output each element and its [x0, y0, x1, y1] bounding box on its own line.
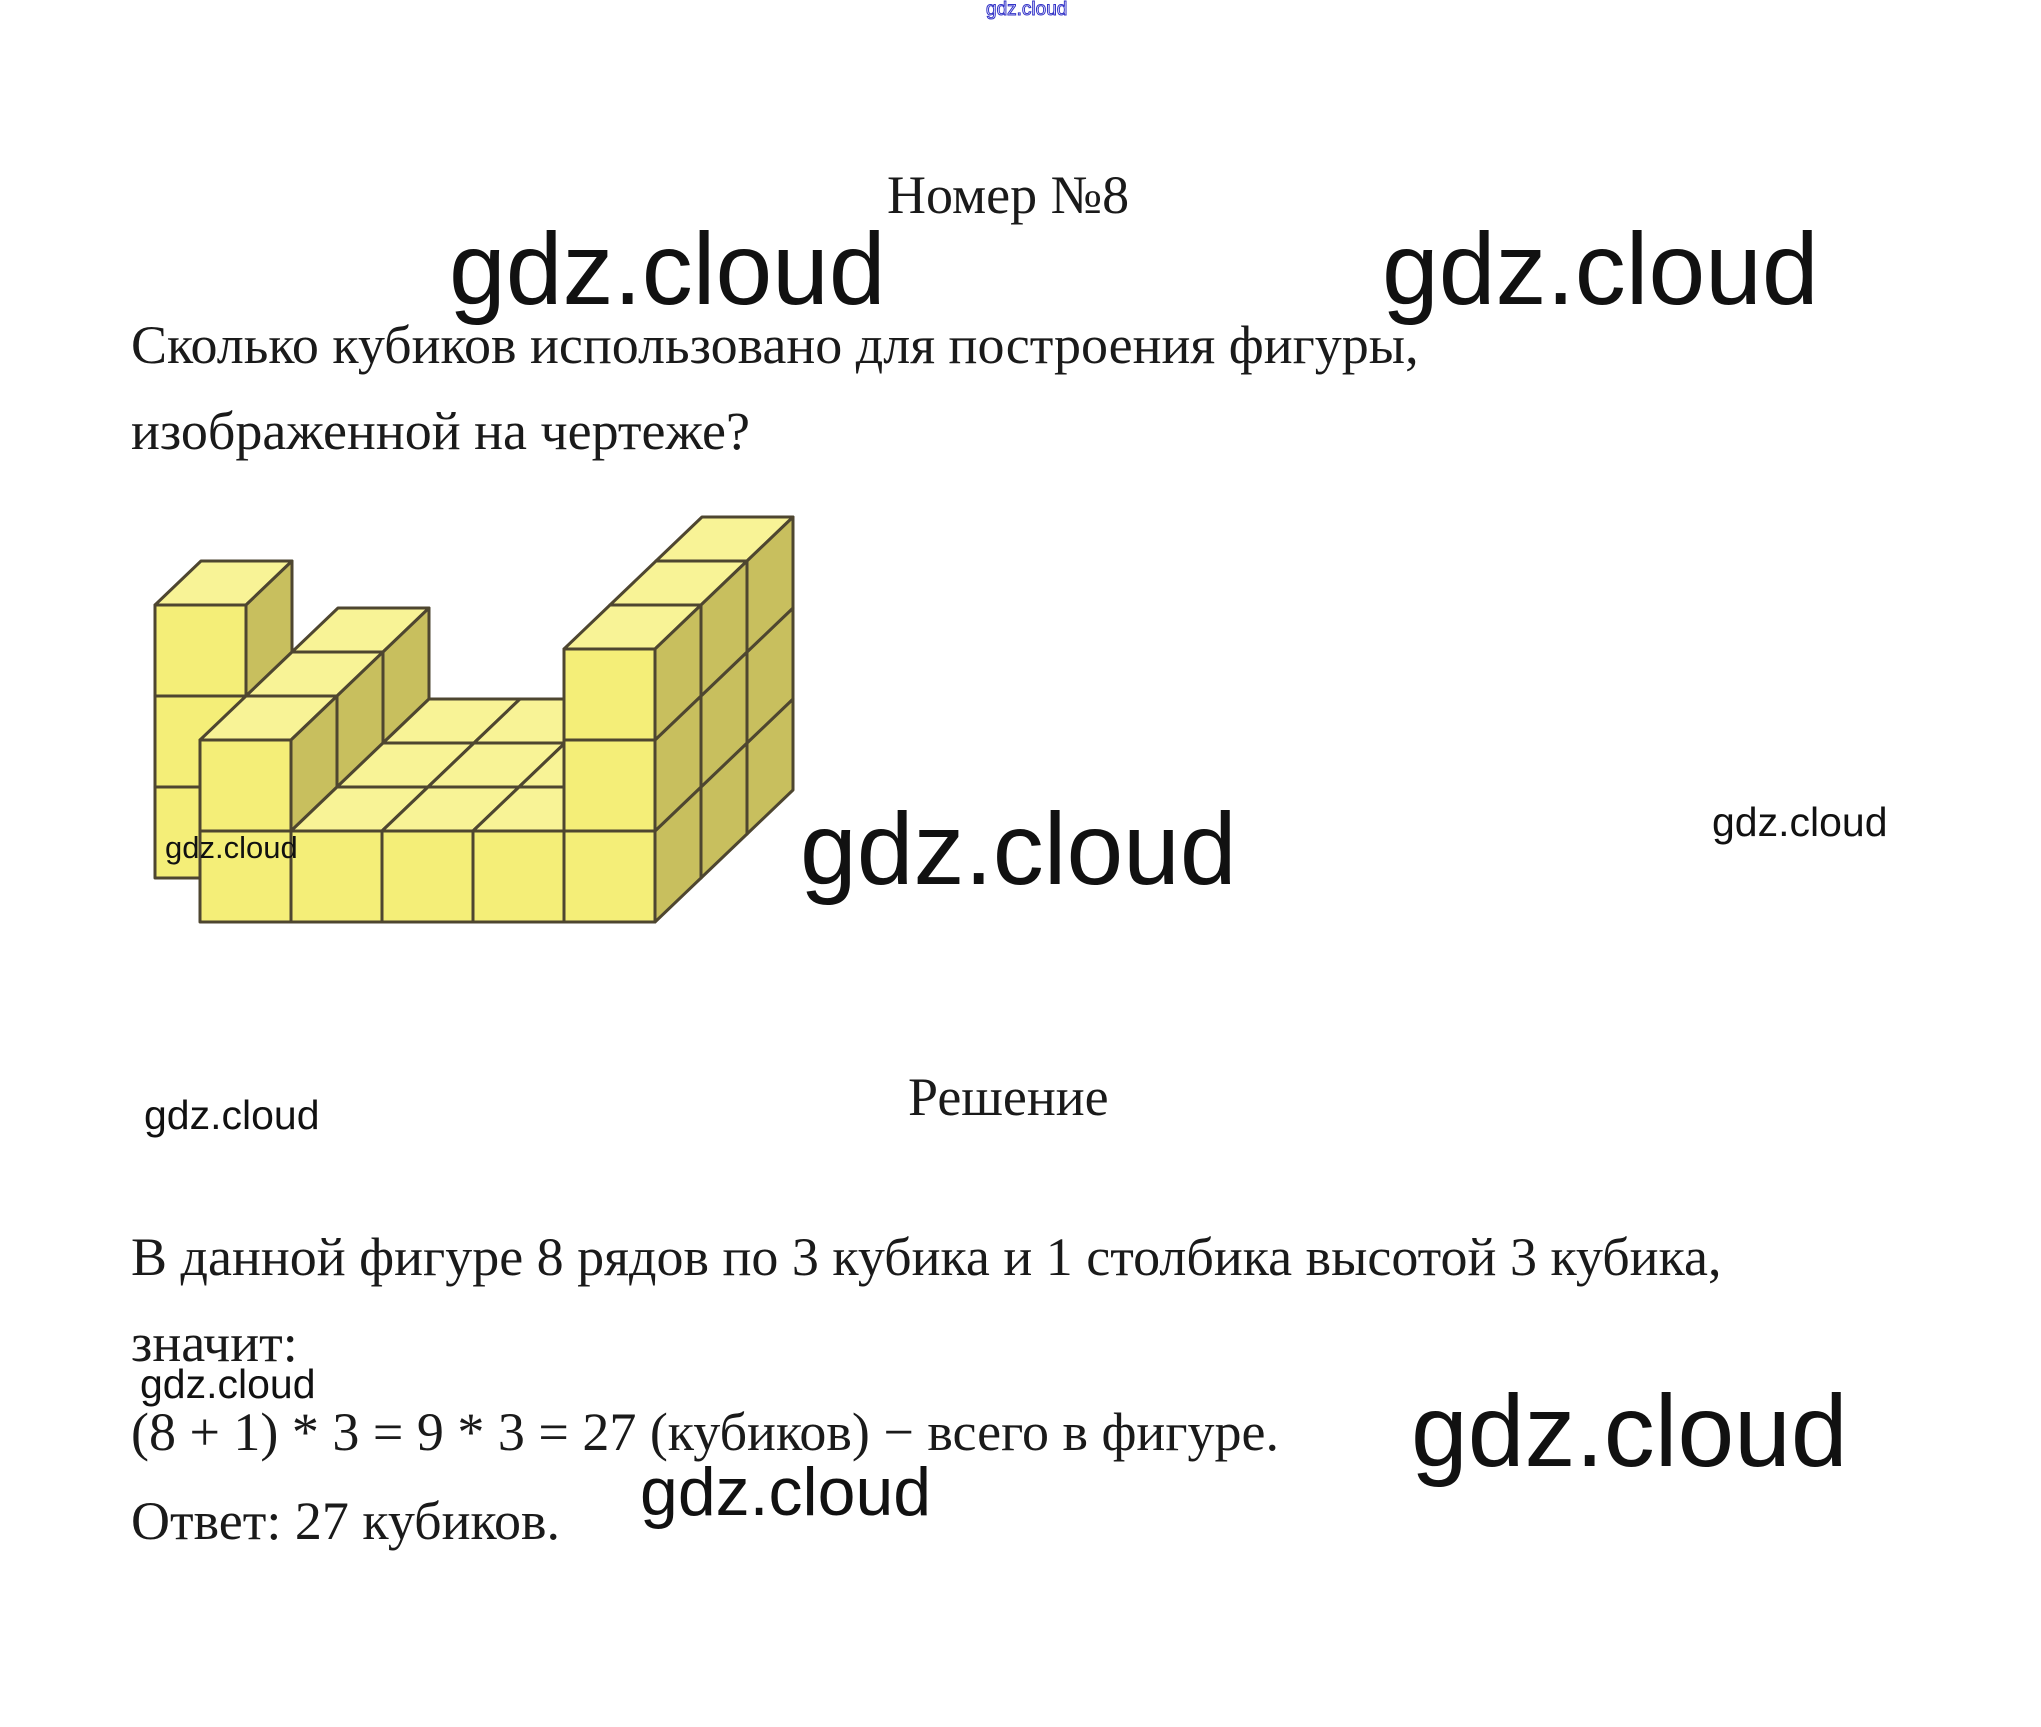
answer-text: Ответ: 27 кубиков. [131, 1491, 560, 1551]
cube-front-face [562, 829, 657, 924]
solution-line-1: В данной фигуре 8 рядов по 3 кубика и 1 … [131, 1227, 1722, 1287]
watermark: gdz.cloud [1382, 212, 1819, 326]
cube-figure-illustration [153, 515, 795, 924]
cube-front-face [562, 647, 657, 742]
question-line-1: Сколько кубиков использовано для построе… [131, 315, 1419, 375]
question-line-2: изображенной на чертеже? [131, 401, 750, 461]
cube-front-face [289, 829, 384, 924]
cube-front-face [562, 738, 657, 833]
watermark: gdz.cloud [144, 1092, 320, 1138]
watermark: gdz.cloud [640, 1454, 932, 1530]
watermark: gdz.cloud [449, 212, 886, 326]
watermark: gdz.cloud [1712, 799, 1888, 845]
watermark-top: gdz.cloud [985, 0, 1068, 20]
cube-front-face [153, 603, 248, 698]
solution-equation: (8 + 1) * 3 = 9 * 3 = 27 (кубиков) − все… [131, 1402, 1279, 1462]
cube-front-face [198, 738, 293, 833]
solution-heading: Решение [908, 1067, 1109, 1127]
watermark: gdz.cloud [140, 1361, 316, 1407]
cube-side-face [653, 603, 703, 742]
solution-line-2: значит: [131, 1313, 298, 1373]
watermark: gdz.cloud [1411, 1374, 1848, 1488]
cube-front-face [471, 829, 566, 924]
watermark: gdz.cloud [800, 792, 1237, 906]
watermark: gdz.cloud [165, 830, 298, 865]
page-title: Номер №8 [887, 165, 1130, 225]
cube-front-face [380, 829, 475, 924]
